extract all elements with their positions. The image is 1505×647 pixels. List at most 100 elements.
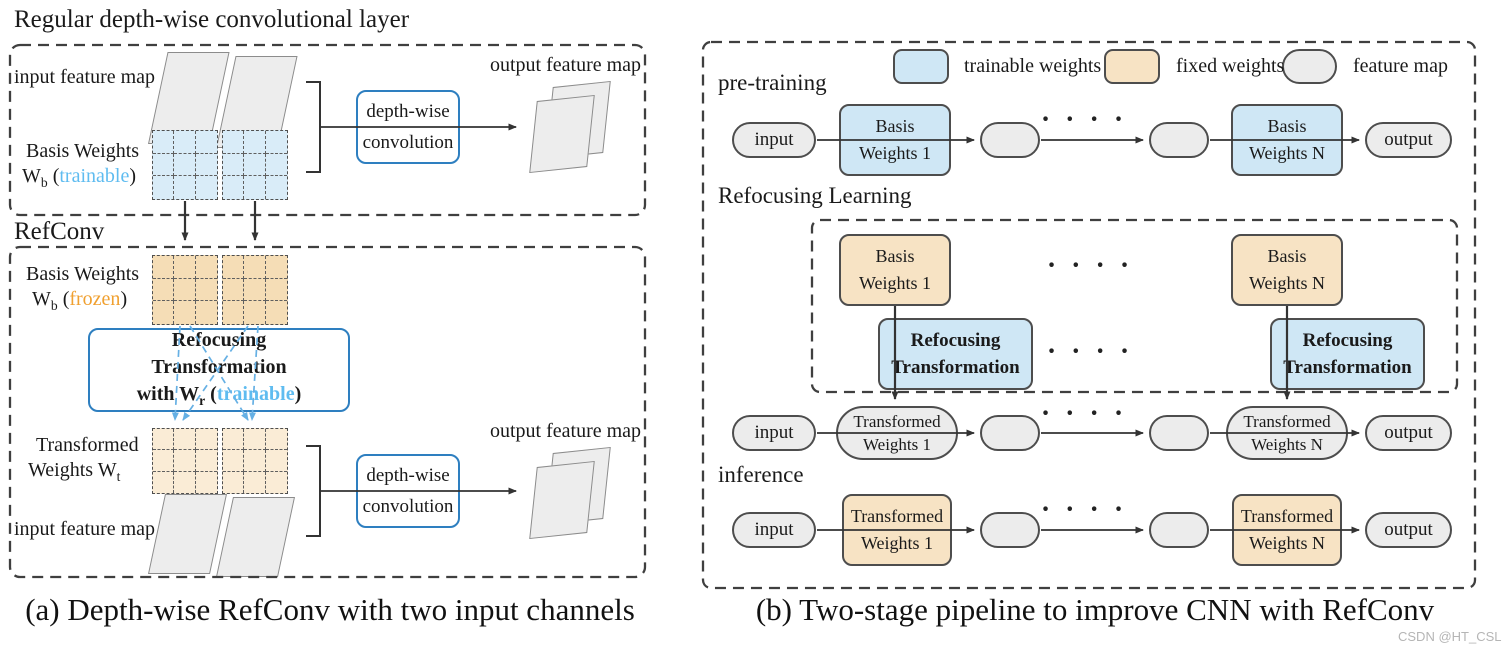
transformed-weights-grid-2 [222, 428, 288, 494]
tw-n-line1: Transformed [1243, 412, 1331, 431]
transformed-dots: · · · · [1040, 398, 1126, 429]
tw-n-line2: Weights N [1248, 533, 1326, 553]
rt-line1: Refocusing [1302, 330, 1393, 351]
depthwise-line1: depth-wise [366, 465, 450, 486]
w-symbol: W [32, 288, 51, 310]
rt-line2: Transformation [891, 357, 1020, 378]
output-feature-map-label-bottom: output feature map [490, 420, 642, 442]
w-sub-b: b [50, 298, 58, 313]
pretrain-basis-weights-1-box: Basis Weights 1 [839, 104, 951, 176]
pretrain-input-pill: input [732, 122, 816, 158]
refocus-line1: Refocusing [171, 328, 267, 351]
trainable-state: trainable [216, 382, 295, 405]
basis-weights-label-frozen: Basis Weights [26, 263, 140, 285]
output-feature-map-label-top: output feature map [490, 54, 642, 76]
output-feature-map-front-bottom [529, 460, 595, 540]
output-label: output [1384, 129, 1433, 150]
refocusing-transformation-n-box: Refocusing Transformation [1270, 318, 1425, 390]
input-feature-map-4 [216, 497, 296, 577]
pretrain-dots: · · · · [1040, 104, 1126, 135]
depthwise-conv-box-top: depth-wise convolution [356, 90, 460, 164]
basis-weights-label-top: Basis Weights [26, 140, 140, 162]
pretrain-basis-weights-n-box: Basis Weights N [1231, 104, 1343, 176]
paren-close: ) [294, 382, 302, 405]
paren-open: ( [210, 382, 217, 405]
transformed-input-pill: input [732, 415, 816, 451]
output-label: output [1384, 422, 1433, 443]
pretrain-output-pill: output [1365, 122, 1452, 158]
transformed-weights-grid-1 [152, 428, 218, 494]
refocus-rt-dots: · · · · [1046, 336, 1132, 367]
inference-output-pill: output [1365, 512, 1452, 548]
basis-1-line1: Basis [875, 246, 915, 266]
refocusing-transformation-box: Refocusing Transformation with Wr (train… [88, 328, 350, 412]
caption-b: (b) Two-stage pipeline to improve CNN wi… [755, 592, 1435, 627]
inference-input-pill: input [732, 512, 816, 548]
tw-n-line2: Weights N [1251, 435, 1323, 454]
weights-w: Weights W [28, 459, 117, 481]
basis-n-line1: Basis [1267, 246, 1307, 266]
tw-n-line1: Transformed [1240, 506, 1334, 526]
legend-feature-label: feature map [1353, 55, 1448, 77]
inference-transformed-weights-1-box: Transformed Weights 1 [842, 494, 952, 566]
basis-weights-grid-frozen-1 [152, 255, 218, 325]
basis-n-line2: Weights N [1248, 273, 1326, 293]
legend-fixed-label: fixed weights [1176, 55, 1285, 77]
channel-brackets [306, 81, 321, 537]
tw-1-line2: Weights 1 [862, 435, 932, 454]
refocus-line3: with Wr (trainable) [137, 381, 302, 414]
depthwise-line2: convolution [362, 132, 454, 153]
section-pretraining: pre-training [718, 70, 827, 95]
legend-trainable-label: trainable weights [964, 55, 1102, 77]
basis-weights-grid-blue-1 [152, 130, 218, 200]
transformed-feature-pill-2 [1149, 415, 1209, 451]
bracket-bottom [306, 445, 321, 537]
basis-1-line2: Weights 1 [858, 273, 932, 293]
inference-transformed-weights-n-box: Transformed Weights N [1232, 494, 1342, 566]
output-feature-map-front-top [529, 94, 595, 174]
basis-weights-trainable-label: Wb (trainable) [22, 165, 136, 191]
transformed-weights-n-gray-box: Transformed Weights N [1226, 406, 1348, 460]
trainable-state: trainable [59, 165, 130, 187]
paren-close: ) [120, 288, 128, 310]
basis-weights-frozen-label: Wb (frozen) [32, 288, 127, 314]
section-inference: inference [718, 462, 804, 487]
caption-a: (a) Depth-wise RefConv with two input ch… [25, 592, 635, 627]
refocus-with-w: with W [136, 382, 200, 405]
w-sub-r: r [199, 392, 206, 408]
depthwise-line1: depth-wise [366, 101, 450, 122]
w-sub-b: b [40, 175, 48, 190]
refocus-basis-weights-1-box: Basis Weights 1 [839, 234, 951, 306]
basis-1-line2: Weights 1 [858, 143, 932, 163]
inference-dots: · · · · [1040, 494, 1126, 525]
basis-weights-grid-blue-2 [222, 130, 288, 200]
input-feature-map-label-bottom: input feature map [14, 518, 156, 540]
transformed-label: Transformed [36, 434, 139, 456]
transformed-weights-wt-label: Weights Wt [28, 459, 120, 485]
input-feature-map-label-top: input feature map [14, 66, 156, 88]
input-label: input [754, 519, 794, 540]
depthwise-conv-box-bottom: depth-wise convolution [356, 454, 460, 528]
w-symbol: W [22, 165, 41, 187]
panel-a-title: Regular depth-wise convolutional layer [14, 6, 410, 33]
tw-1-line1: Transformed [853, 412, 941, 431]
basis-n-line1: Basis [1267, 116, 1307, 136]
tw-1-line2: Weights 1 [860, 533, 934, 553]
frozen-state: frozen [69, 288, 121, 310]
transformed-weights-1-gray-box: Transformed Weights 1 [836, 406, 958, 460]
inference-feature-pill-2 [1149, 512, 1209, 548]
tw-1-line1: Transformed [850, 506, 944, 526]
input-feature-map-3 [148, 494, 228, 574]
legend-fixed-swatch [1104, 49, 1160, 84]
basis-n-line2: Weights N [1248, 143, 1326, 163]
bracket-top [306, 81, 321, 173]
refocus-basis-weights-n-box: Basis Weights N [1231, 234, 1343, 306]
w-sub-t: t [116, 469, 121, 484]
input-label: input [754, 422, 794, 443]
rt-line1: Refocusing [910, 330, 1001, 351]
depthwise-line2: convolution [362, 496, 454, 517]
basis-weights-grid-frozen-2 [222, 255, 288, 325]
refocusing-transformation-1-box: Refocusing Transformation [878, 318, 1033, 390]
input-label: input [754, 129, 794, 150]
